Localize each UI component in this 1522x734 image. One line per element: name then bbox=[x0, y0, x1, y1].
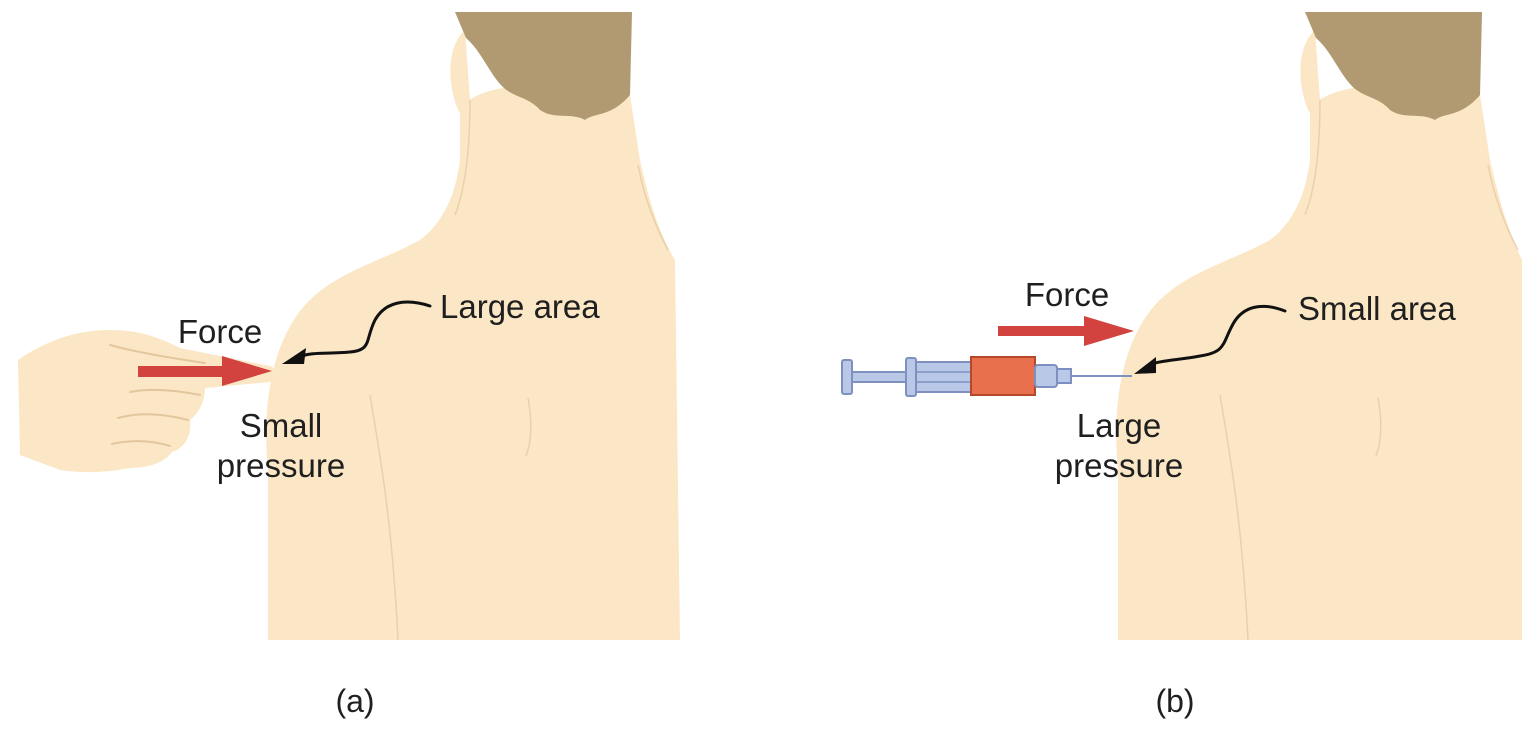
panel-b-ear bbox=[1300, 30, 1320, 113]
syringe-hub bbox=[1057, 369, 1071, 383]
panel-a-caption: (a) bbox=[320, 682, 390, 721]
panel-b-pressure-line1: Large bbox=[1034, 406, 1204, 446]
panel-a-pressure-line1: Small bbox=[196, 406, 366, 446]
panel-b-force-label: Force bbox=[1012, 275, 1122, 315]
panel-b-force-arrow bbox=[998, 316, 1134, 346]
syringe-barrel bbox=[916, 362, 971, 392]
syringe bbox=[842, 357, 1132, 396]
panel-b-back bbox=[1116, 86, 1522, 640]
syringe-fluid bbox=[971, 357, 1035, 395]
panel-a-area-label: Large area bbox=[440, 287, 600, 327]
panel-b-pressure-line2: pressure bbox=[1034, 446, 1204, 486]
panel-b-pressure-label: Large pressure bbox=[1034, 406, 1204, 487]
syringe-plunger-rod bbox=[852, 372, 908, 382]
panel-a-ear bbox=[450, 30, 470, 113]
panel-b-area-label: Small area bbox=[1298, 289, 1456, 329]
panel-a-force-label: Force bbox=[170, 312, 270, 352]
panel-a-pressure-line2: pressure bbox=[196, 446, 366, 486]
syringe-plunger-cap bbox=[842, 360, 852, 394]
panel-a-back bbox=[266, 86, 680, 640]
syringe-flange bbox=[906, 358, 916, 396]
panel-a-pressure-label: Small pressure bbox=[196, 406, 366, 487]
syringe-tip bbox=[1035, 365, 1057, 387]
panel-b-caption: (b) bbox=[1140, 682, 1210, 721]
